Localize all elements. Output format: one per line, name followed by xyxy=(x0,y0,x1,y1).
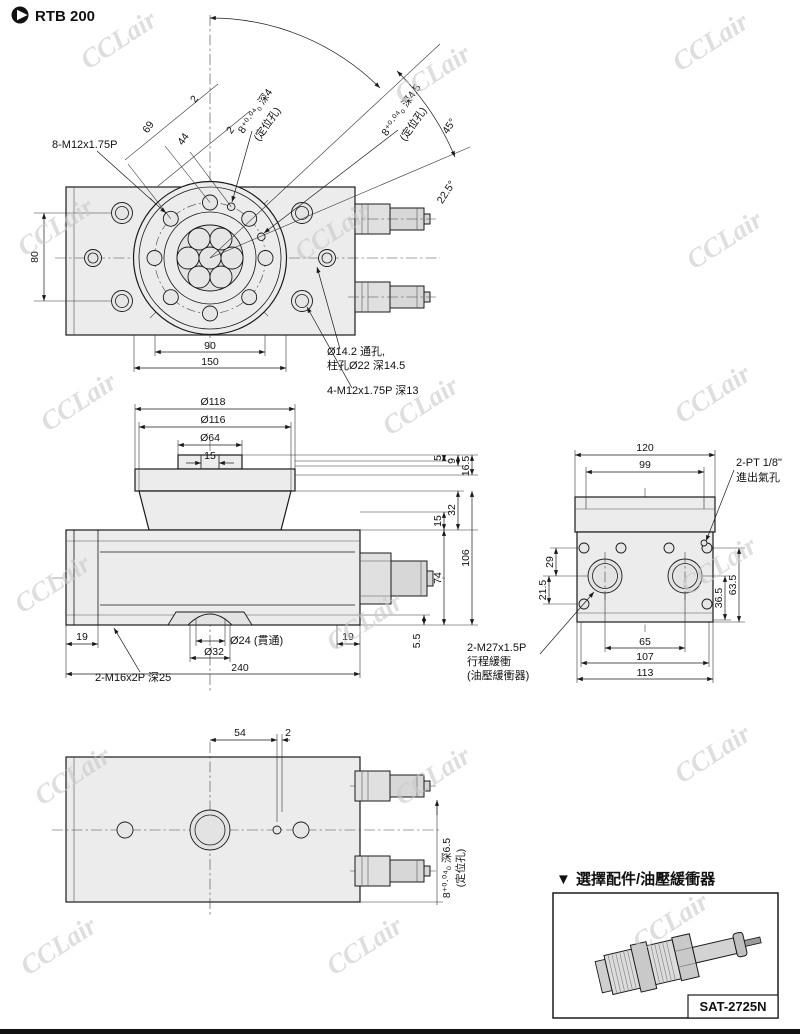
dim-2a-label: 2 xyxy=(188,93,201,105)
dimension-lines xyxy=(34,83,399,389)
angle-dimensions xyxy=(209,15,471,259)
model-label-box xyxy=(687,994,779,1019)
shock-absorber-port xyxy=(354,770,431,802)
title-block: RTB 200 xyxy=(11,6,95,25)
triangle-icon: ▼ xyxy=(556,871,571,888)
dim-106-label: 106 xyxy=(460,549,472,567)
side-view: 120 99 2-PT 1/8" 進出氣孔 29 21.5 36.5 63.5 … xyxy=(467,442,782,683)
dim-15-top-label: 15 xyxy=(204,450,216,462)
dim-5-5-label: 5.5 xyxy=(411,634,423,649)
air-port-spec: 2-PT 1/8" xyxy=(736,457,782,469)
dim-36-5-label: 36.5 xyxy=(713,588,725,609)
dim-9-label: 9 xyxy=(446,458,458,464)
dim-65-label: 65 xyxy=(639,636,651,648)
dim-120-label: 120 xyxy=(636,442,654,454)
dim-16-5-label: 16.5 xyxy=(460,456,472,477)
dim-15-right-label: 15 xyxy=(432,515,444,527)
dim-54-label: 54 xyxy=(234,727,246,739)
accessory-heading: 選擇配件/油壓緩衝器 xyxy=(576,870,716,888)
shock-absorber-port xyxy=(354,855,431,887)
lock-nut xyxy=(629,941,658,993)
dim-69-label: 69 xyxy=(140,119,157,136)
dim-29-label: 29 xyxy=(544,556,556,568)
dim-80-label: 80 xyxy=(29,251,41,263)
dim-2-label: 2 xyxy=(285,727,291,739)
page-bottom-border xyxy=(0,1029,800,1034)
shock-absorber-drawing xyxy=(594,931,762,996)
dim-74-label: 74 xyxy=(432,572,444,584)
dimension-lines xyxy=(210,734,443,905)
dim-99-label: 99 xyxy=(639,459,651,471)
striker-pin xyxy=(743,936,762,947)
side-hole xyxy=(292,821,310,839)
buffer-note2: (油壓緩衝器) xyxy=(467,668,529,682)
pin-hole-label: 8⁺⁰·⁰⁴₀ 深6.5 xyxy=(441,838,453,898)
angle-45-label: 45° xyxy=(440,116,459,136)
watermark: CCLair xyxy=(667,6,754,77)
dim-5-label: 5 xyxy=(432,455,444,461)
watermark: CCLair xyxy=(669,718,756,789)
watermark: CCLair xyxy=(669,358,756,429)
dim-19-left-label: 19 xyxy=(76,631,88,643)
side-hole xyxy=(116,821,134,839)
dimension-lines xyxy=(539,450,745,683)
dim-63-5-label: 63.5 xyxy=(727,575,739,596)
body-outline xyxy=(65,529,361,626)
tap-note: 2-M16x2P 深25 xyxy=(95,671,171,684)
shock-absorber-port xyxy=(359,552,434,605)
dim-2b-label: 2 xyxy=(224,124,237,136)
brand-icon xyxy=(11,6,29,24)
dimension-lines xyxy=(65,404,478,678)
tap-note: 4-M12x1.75P 深13 xyxy=(327,384,419,397)
through-hole-note: Ø14.2 通孔, xyxy=(327,345,385,358)
center-hole xyxy=(189,809,231,851)
watermark: CCLair xyxy=(681,204,768,275)
angle-22-5-label: 22.5° xyxy=(435,179,458,206)
watermark: CCLair xyxy=(377,370,464,441)
page-title: RTB 200 xyxy=(35,8,95,25)
dim-150-label: 150 xyxy=(201,356,219,368)
dim-32-label: 32 xyxy=(446,504,458,516)
buffer-spec: 2-M27x1.5P xyxy=(467,642,526,654)
bottom-view: 54 2 8⁺⁰·⁰⁴₀ 深6.5 (定位孔) xyxy=(52,727,467,915)
dia-64-label: Ø64 xyxy=(200,432,220,444)
dim-113-label: 113 xyxy=(637,667,654,679)
dia-24-label: Ø24 (貫通) xyxy=(230,634,283,647)
pin-hole xyxy=(257,232,266,242)
dia-118-label: Ø118 xyxy=(201,396,226,408)
dia-116-label: Ø116 xyxy=(201,414,226,426)
flange-neck xyxy=(138,490,292,531)
shock-absorber-bore xyxy=(587,552,703,600)
flange-section xyxy=(574,496,716,533)
accessory-panel: ▼ 選擇配件/油壓緩衝器 SAT-2725N xyxy=(552,870,779,1019)
front-view: Ø118 Ø116 Ø64 15 5 9 16.5 32 15 74 106 1… xyxy=(52,396,478,692)
air-port-note: 進出氣孔 xyxy=(736,470,780,484)
dim-44-label: 44 xyxy=(175,131,192,148)
watermark: CCLair xyxy=(15,910,102,981)
bolt-spec-label: 8-M12x1.75P xyxy=(52,139,117,151)
buffer-note: 行程緩衝 xyxy=(467,654,511,668)
dim-21-5-label: 21.5 xyxy=(537,580,549,601)
watermark: CCLair xyxy=(321,910,408,981)
counterbore-note: 柱孔Ø22 深14.5 xyxy=(327,358,405,372)
dim-90-label: 90 xyxy=(204,340,216,352)
screw-hole xyxy=(578,539,713,610)
counterbore-hole xyxy=(84,202,336,312)
pin-hole xyxy=(272,825,282,835)
dia-32-label: Ø32 xyxy=(204,646,224,658)
pin-hole-note: (定位孔) xyxy=(454,849,467,888)
table-flange xyxy=(134,468,296,492)
dim-107-label: 107 xyxy=(636,651,654,663)
bottom-dome xyxy=(186,613,234,626)
dim-19-right-label: 19 xyxy=(342,631,354,643)
dim-240-label: 240 xyxy=(231,662,249,674)
watermark: CCLair xyxy=(35,366,122,437)
air-port-hole xyxy=(700,539,708,547)
model-label: SAT-2725N xyxy=(700,999,767,1014)
top-view: 8-M12x1.75P 2 69 44 2 8⁺⁰·⁰⁴₀ 深4 (定位孔) 8… xyxy=(29,15,471,397)
